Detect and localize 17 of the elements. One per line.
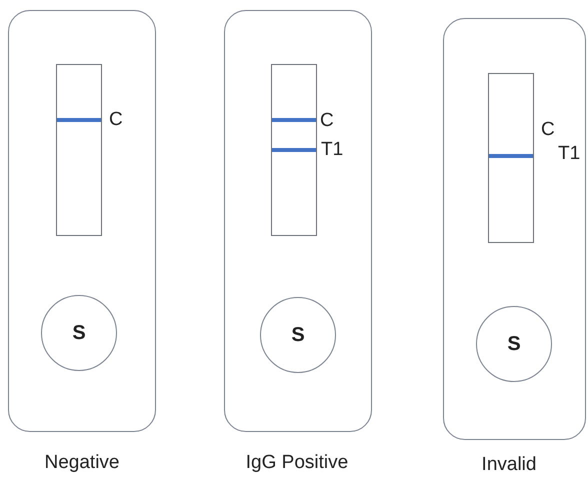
result-window <box>488 73 534 243</box>
line-marker-label: C <box>109 110 123 129</box>
test-cassette <box>224 10 372 432</box>
line-marker-label: T1 <box>558 144 580 163</box>
result-caption: Negative <box>44 453 120 472</box>
line-marker-label: C <box>541 120 555 139</box>
test-cassette <box>8 10 156 432</box>
test-cassette <box>443 18 586 440</box>
well-label: S <box>291 325 305 345</box>
result-window <box>56 64 102 236</box>
result-caption: IgG Positive <box>246 453 348 472</box>
result-window <box>271 64 317 236</box>
line-marker-label: T1 <box>321 140 344 159</box>
line-marker-label: C <box>320 111 334 130</box>
well-label: S <box>507 334 521 354</box>
well-label: S <box>72 323 86 343</box>
result-caption: Invalid <box>482 455 536 474</box>
